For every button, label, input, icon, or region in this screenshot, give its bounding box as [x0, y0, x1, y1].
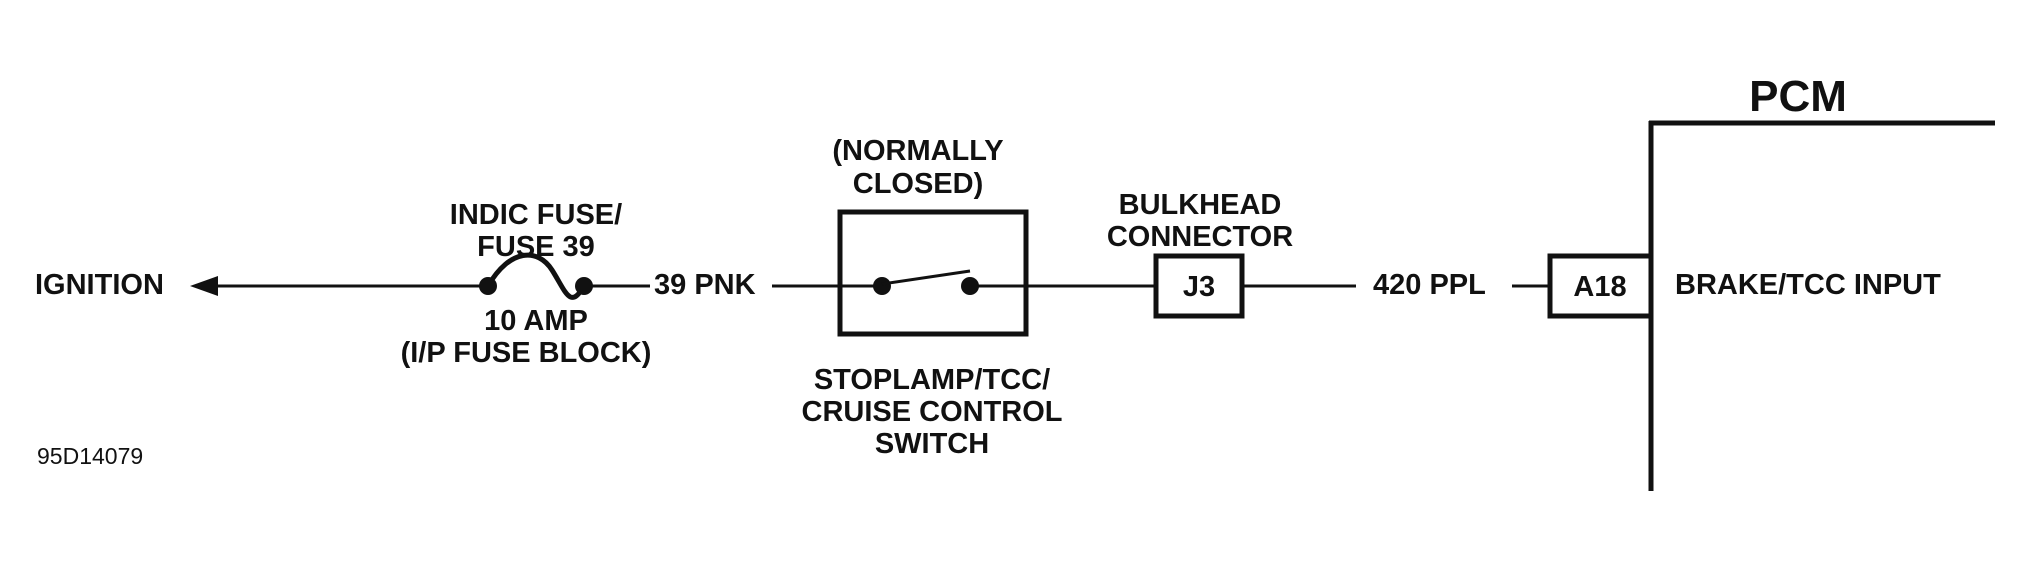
pcm-input-label: BRAKE/TCC INPUT: [1675, 269, 1941, 301]
switch-name-line1: STOPLAMP/TCC/: [814, 364, 1050, 396]
fuse-name-line2: FUSE 39: [477, 231, 595, 263]
wire1-label: 39 PNK: [654, 269, 756, 301]
switch-name-line2: CRUISE CONTROL: [802, 396, 1063, 428]
pcm-pin: A18: [1573, 271, 1626, 303]
switch-name-line3: SWITCH: [875, 428, 989, 460]
ignition-arrow: [190, 276, 488, 296]
switch-state-line1: (NORMALLY: [832, 135, 1003, 167]
switch-state-line2: CLOSED): [853, 168, 984, 200]
fuse-name-line1: INDIC FUSE/: [450, 199, 622, 231]
bulkhead-label-line2: CONNECTOR: [1107, 221, 1293, 253]
figure-id: 95D14079: [37, 443, 143, 469]
bulkhead-pin: J3: [1183, 271, 1215, 303]
wire2-label: 420 PPL: [1373, 269, 1486, 301]
switch-contacts: [840, 269, 1026, 295]
pcm-pin-box: [1547, 253, 1654, 319]
ignition-label: IGNITION: [35, 269, 164, 301]
fuse-symbol: [479, 252, 593, 300]
bulkhead-label-line1: BULKHEAD: [1119, 189, 1282, 221]
fuse-location: (I/P FUSE BLOCK): [401, 337, 652, 369]
pcm-outline: [1648, 120, 1995, 491]
switch-box: [837, 209, 1029, 337]
pcm-title: PCM: [1749, 72, 1847, 121]
fuse-rating: 10 AMP: [484, 305, 588, 337]
fuse-terminal-left: [479, 277, 497, 295]
